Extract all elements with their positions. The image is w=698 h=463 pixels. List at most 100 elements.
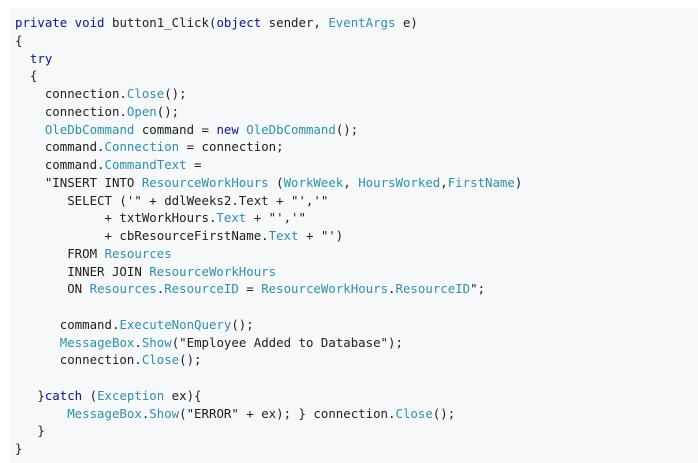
code-line: ON Resources.ResourceID = ResourceWorkHo… <box>15 280 485 298</box>
code-text: ON <box>15 281 90 297</box>
code-text: ("Employee Added to Database"); <box>171 334 403 350</box>
code-text <box>15 406 67 421</box>
code-text <box>15 335 60 350</box>
code-line: } <box>15 440 22 458</box>
code-text: } <box>15 423 45 439</box>
code-text: = <box>186 157 202 172</box>
code-identifier: Resources <box>89 281 157 297</box>
code-text: ) <box>514 174 523 190</box>
code-identifier: HoursWorked <box>358 174 441 190</box>
code-line: + txtWorkHours.Text + "','" <box>15 209 306 227</box>
code-line: + cbResourceFirstName.Text + "') <box>15 227 344 245</box>
code-identifier: Open <box>126 103 157 119</box>
code-identifier: Exception <box>97 387 165 403</box>
code-text: button1_Click( <box>104 15 217 30</box>
code-identifier: Show <box>149 405 180 421</box>
code-text: . <box>134 334 142 350</box>
code-text: . <box>388 281 396 297</box>
code-identifier: ExecuteNonQuery <box>119 316 232 332</box>
code-line: try <box>15 50 52 68</box>
code-identifier: Text <box>268 228 299 243</box>
code-text: command. <box>15 316 120 332</box>
code-text: connection. <box>15 103 127 119</box>
code-line: MessageBox.Show("ERROR" + ex); } connect… <box>15 405 455 423</box>
code-text: e) <box>395 15 418 30</box>
code-text: (); <box>432 405 456 421</box>
code-text: FROM <box>15 245 105 261</box>
code-text: (); <box>231 316 254 332</box>
code-identifier: ResourceID <box>395 281 471 297</box>
code-line: command.Connection = connection; <box>15 138 284 156</box>
code-line: }catch (Exception ex){ <box>15 387 202 405</box>
code-text: "; <box>470 281 486 297</box>
code-text: connection. <box>15 86 127 101</box>
code-identifier: Close <box>141 352 180 368</box>
code-text: + cbResourceFirstName. <box>15 228 269 243</box>
code-text: ( <box>268 174 284 190</box>
code-identifier: OleDbCommand <box>44 121 135 137</box>
code-identifier: ResourceID <box>164 281 239 297</box>
code-block: private void button1_Click(object sender… <box>9 8 698 463</box>
code-identifier: Show <box>141 334 172 350</box>
code-identifier: Text <box>216 210 247 226</box>
code-text: "INSERT INTO <box>15 174 142 190</box>
code-identifier: WorkWeek <box>283 174 344 190</box>
code-line: } <box>15 422 45 440</box>
code-text: ( <box>82 387 98 403</box>
code-text: command. <box>15 139 105 155</box>
code-text: + txtWorkHours. <box>15 210 217 226</box>
code-text <box>15 122 45 137</box>
code-identifier: ResourceWorkHours <box>149 263 277 279</box>
code-text: sender, <box>261 15 329 30</box>
code-text: command. <box>15 157 105 172</box>
code-line: command.CommandText = <box>15 156 202 174</box>
code-text: (); <box>164 86 187 101</box>
code-text: (); <box>156 103 180 119</box>
code-line: MessageBox.Show("Employee Added to Datab… <box>15 334 403 352</box>
code-line: connection.Close(); <box>15 85 187 103</box>
code-keyword: try <box>29 50 53 66</box>
code-line: connection.Close(); <box>15 351 202 369</box>
code-text: + "') <box>298 228 344 243</box>
code-text: ("ERROR" + ex); } connection. <box>179 405 396 421</box>
code-keyword: private void <box>15 15 105 30</box>
code-identifier: EventArgs <box>328 15 396 30</box>
code-identifier: Close <box>126 86 165 101</box>
code-text: = connection; <box>179 139 284 155</box>
code-text: } <box>15 441 23 456</box>
code-line: command.ExecuteNonQuery(); <box>15 316 254 334</box>
code-text <box>15 51 30 66</box>
code-text: , <box>343 174 359 190</box>
code-text: . <box>156 281 165 297</box>
code-line: private void button1_Click(object sender… <box>15 14 418 32</box>
code-text: , <box>440 174 448 190</box>
code-identifier: ResourceWorkHours <box>261 281 389 297</box>
code-identifier: ResourceWorkHours <box>141 174 269 190</box>
code-text: { <box>15 32 23 48</box>
code-text: connection. <box>15 352 142 368</box>
code-text: . <box>141 405 150 421</box>
code-line: { <box>15 67 37 85</box>
code-text: + "','" <box>246 210 306 226</box>
code-identifier: Connection <box>104 139 180 155</box>
code-text: } <box>15 387 45 403</box>
code-text: command = <box>134 121 217 137</box>
code-identifier: Close <box>395 405 433 421</box>
code-identifier: Resources <box>104 245 172 261</box>
code-line: connection.Open(); <box>15 103 179 121</box>
code-identifier: FirstName <box>447 174 515 190</box>
code-line: OleDbCommand command = new OleDbCommand(… <box>15 121 358 139</box>
code-text: ex){ <box>164 387 202 403</box>
code-text: = <box>238 281 262 297</box>
code-keyword: new <box>216 121 239 137</box>
code-identifier: MessageBox <box>59 334 135 350</box>
code-text: INNER JOIN <box>15 263 150 279</box>
code-text: (); <box>335 121 359 137</box>
code-line: INNER JOIN ResourceWorkHours <box>15 263 276 281</box>
code-identifier: MessageBox <box>67 405 142 421</box>
code-text: SELECT ('" + ddlWeeks2.Text + "','" <box>15 192 329 208</box>
code-keyword: object <box>216 15 262 30</box>
code-keyword: catch <box>44 387 83 403</box>
code-line: SELECT ('" + ddlWeeks2.Text + "','" <box>15 192 328 210</box>
code-text: (); <box>179 352 202 368</box>
